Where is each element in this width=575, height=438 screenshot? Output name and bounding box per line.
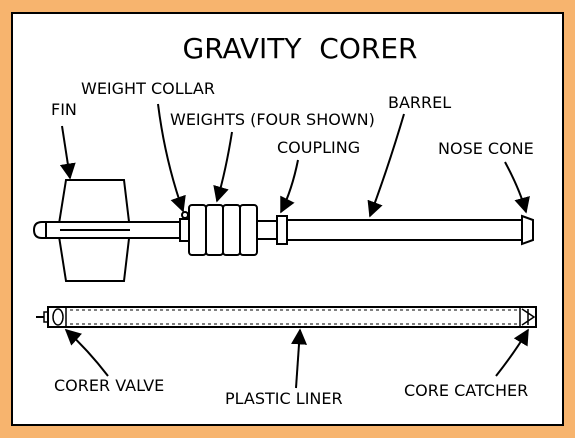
label-plastic-liner: PLASTIC LINER bbox=[225, 389, 343, 408]
corer-valve bbox=[52, 308, 64, 326]
arrow-coupling bbox=[280, 159, 299, 214]
label-barrel: BARREL bbox=[388, 93, 451, 112]
arrows bbox=[59, 103, 530, 389]
arrow-weight-collar bbox=[157, 103, 186, 213]
labels: FIN WEIGHT COLLAR WEIGHTS (FOUR SHOWN) C… bbox=[51, 79, 534, 408]
plastic-liner bbox=[47, 306, 537, 328]
core-catcher bbox=[521, 308, 536, 326]
nose-cone bbox=[521, 214, 534, 246]
barrel bbox=[286, 219, 523, 241]
label-nose-cone: NOSE CONE bbox=[438, 139, 534, 158]
label-fin: FIN bbox=[51, 100, 77, 119]
arrow-nose-cone bbox=[504, 161, 530, 214]
arrow-plastic-liner bbox=[291, 328, 308, 389]
coupling bbox=[276, 215, 288, 245]
weight-1 bbox=[188, 204, 207, 256]
label-coupling: COUPLING bbox=[277, 138, 360, 157]
label-weights: WEIGHTS (FOUR SHOWN) bbox=[170, 110, 375, 129]
arrow-core-catcher bbox=[495, 328, 529, 377]
arrow-weights bbox=[213, 131, 233, 203]
weight-2 bbox=[205, 204, 224, 256]
weight-stem bbox=[256, 220, 278, 240]
arrow-corer-valve bbox=[64, 328, 109, 377]
weight-4 bbox=[239, 204, 258, 256]
label-corer-valve: CORER VALVE bbox=[54, 376, 164, 395]
diagram-title: GRAVITY CORER bbox=[183, 32, 418, 65]
liner-assembly bbox=[36, 306, 537, 328]
weight-3 bbox=[222, 204, 241, 256]
label-weight-collar: WEIGHT COLLAR bbox=[81, 79, 215, 98]
corer-assembly bbox=[32, 179, 534, 282]
arrow-fin bbox=[59, 125, 76, 180]
arrow-barrel bbox=[367, 113, 405, 218]
lifting-loop bbox=[32, 221, 60, 239]
label-core-catcher: CORE CATCHER bbox=[404, 381, 528, 400]
